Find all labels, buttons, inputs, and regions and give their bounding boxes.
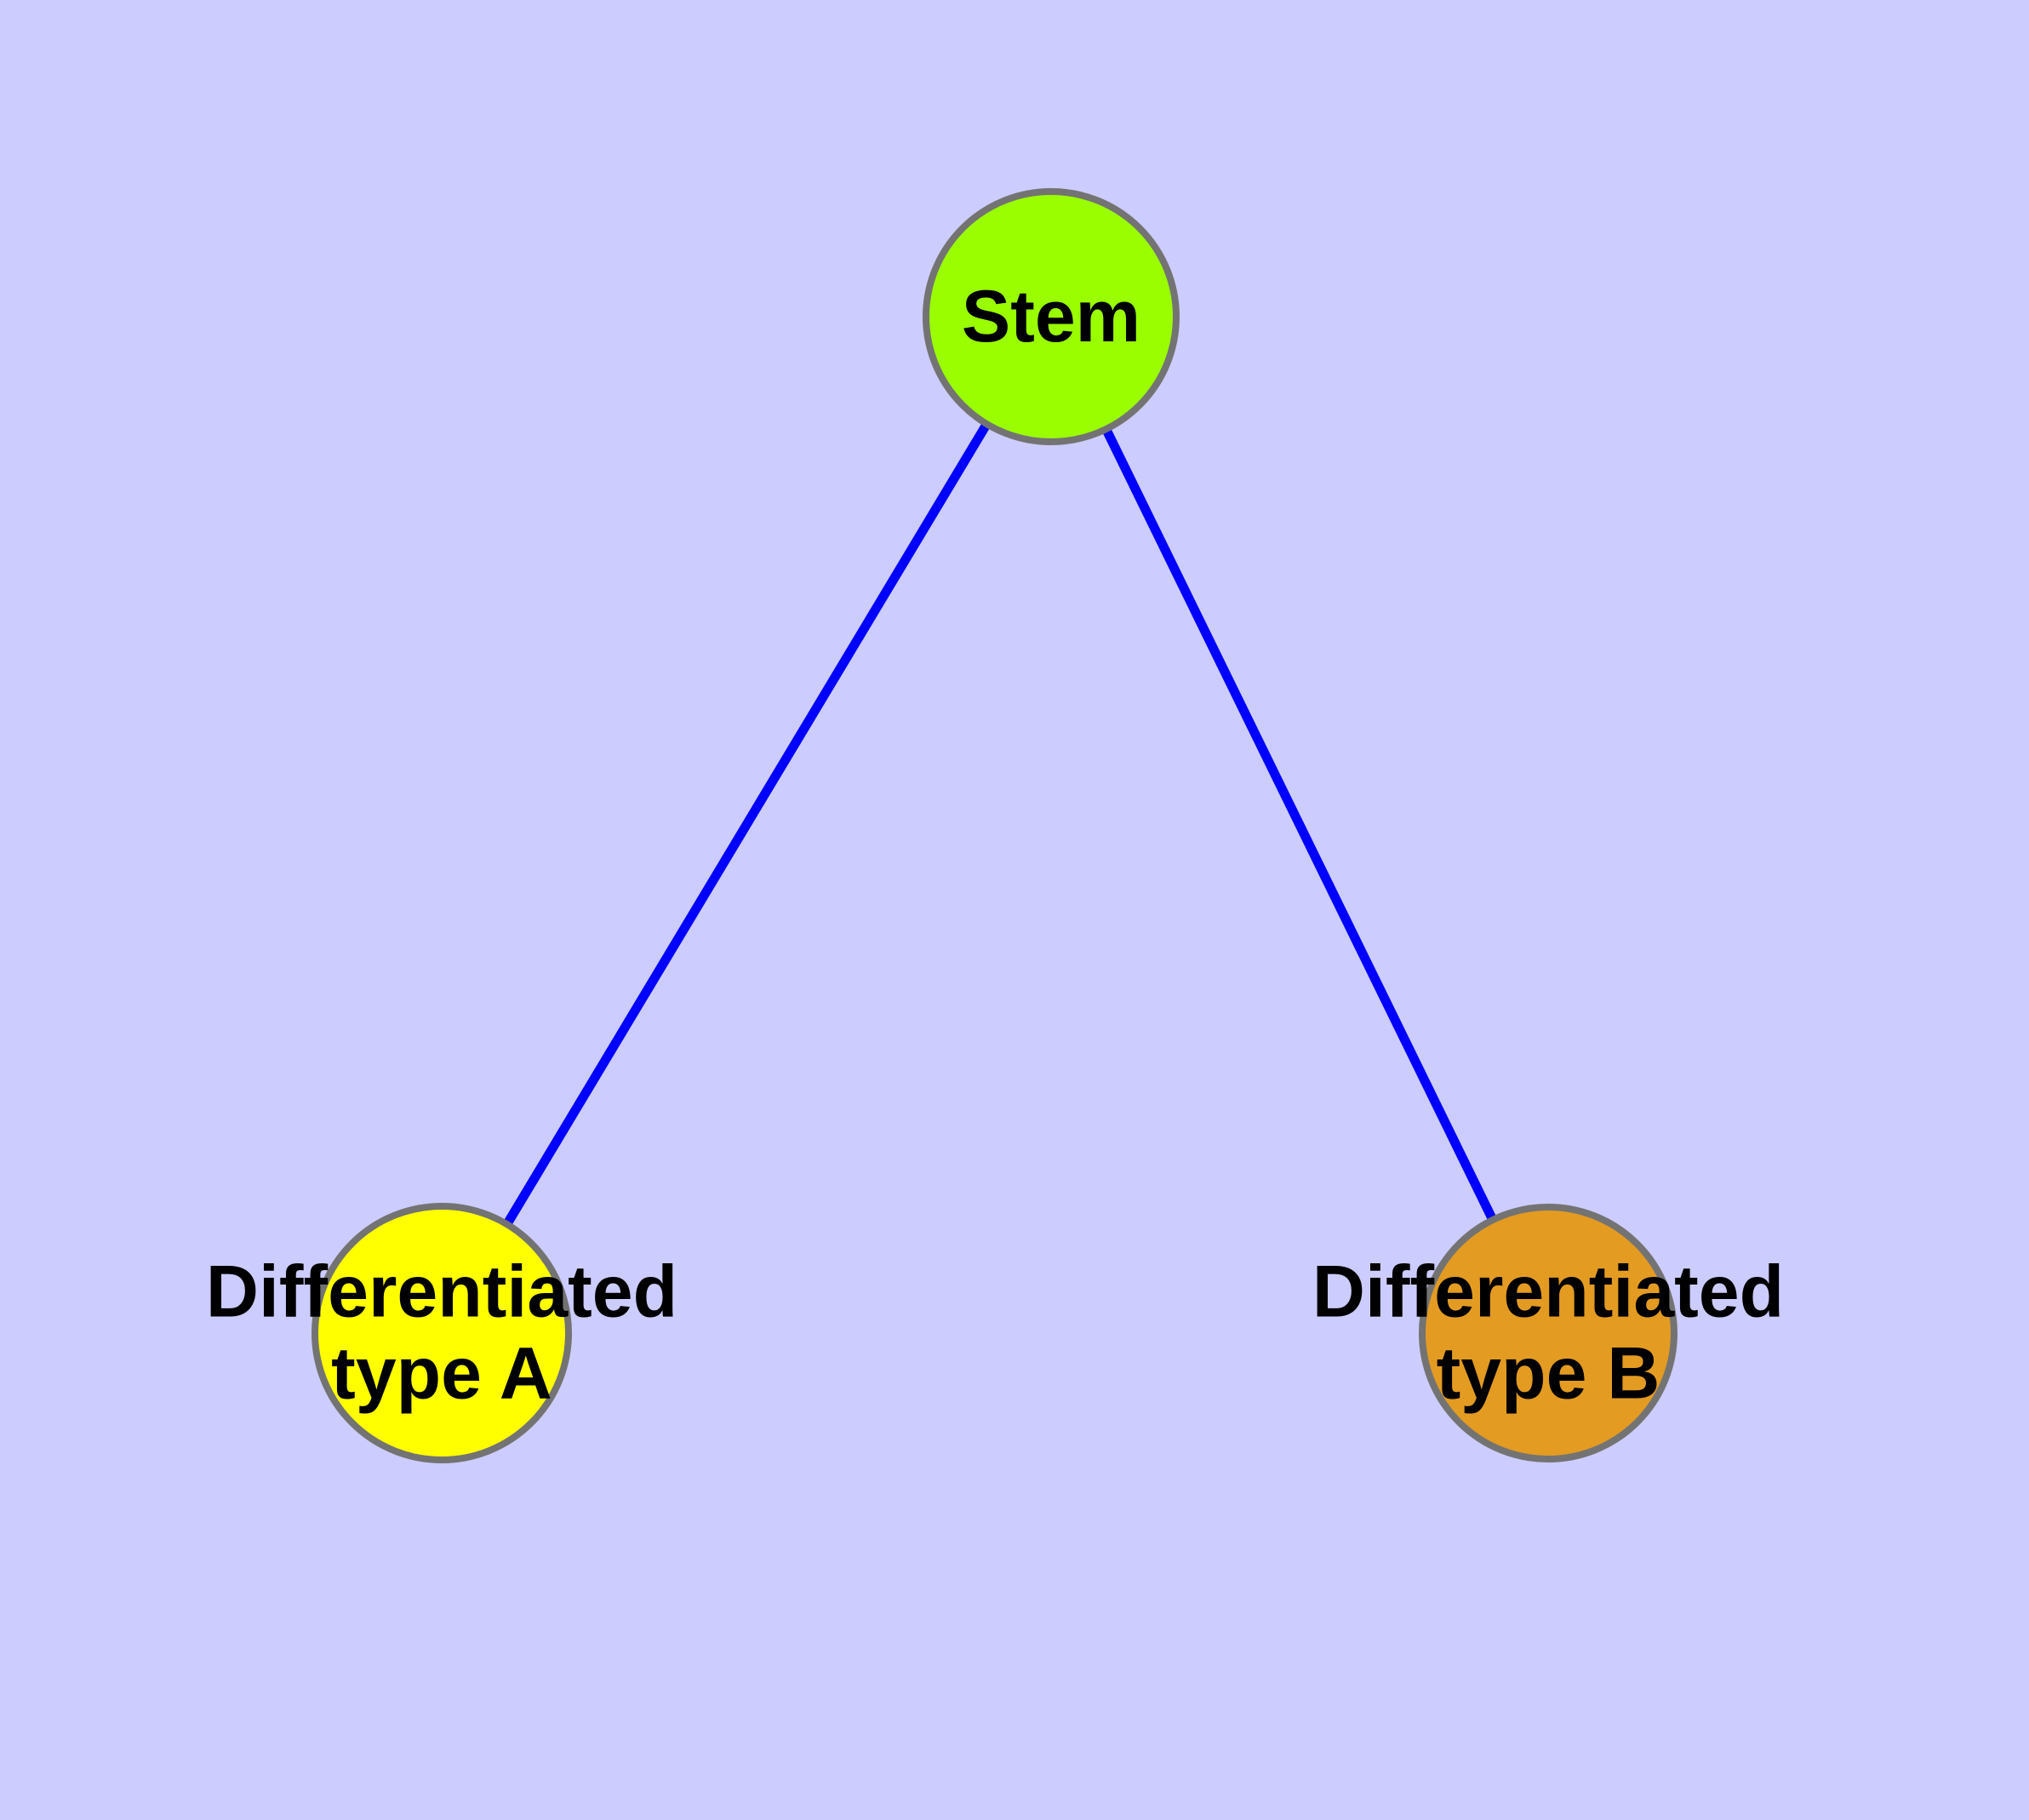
nodes-layer — [311, 188, 1677, 1463]
graph-edge-stem-to-diff-b[interactable] — [1047, 314, 1552, 1336]
graph-node-diff-a[interactable] — [311, 1203, 572, 1463]
graph-node-stem[interactable] — [923, 188, 1180, 445]
edges-layer — [437, 314, 1552, 1336]
graph-edge-stem-to-diff-a[interactable] — [437, 314, 1055, 1336]
graph-node-diff-b[interactable] — [1419, 1204, 1677, 1462]
